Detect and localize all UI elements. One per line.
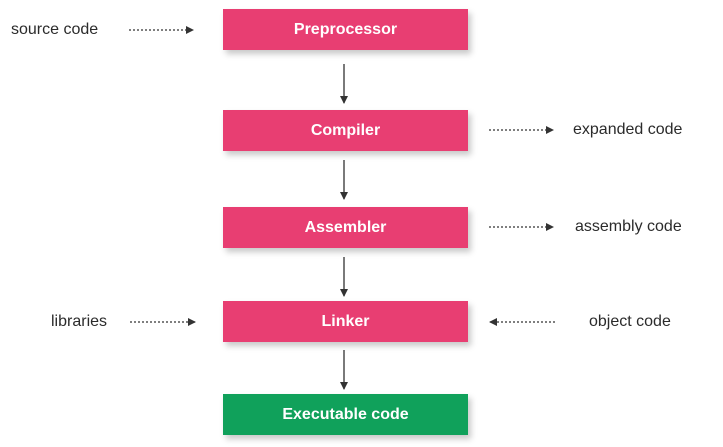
- assembler-label: Assembler: [304, 218, 387, 236]
- libraries-label: libraries: [51, 313, 108, 330]
- linker-box: Linker: [223, 301, 468, 342]
- assembler-box: Assembler: [223, 207, 468, 248]
- assembly-code-label: assembly code: [575, 218, 682, 235]
- source-code-label: source code: [11, 21, 99, 38]
- preprocessor-box: Preprocessor: [223, 9, 468, 50]
- preprocessor-label: Preprocessor: [293, 20, 398, 38]
- linker-label: Linker: [321, 312, 370, 330]
- executable-code-label: Executable code: [282, 405, 409, 423]
- compiler-box: Compiler: [223, 110, 468, 151]
- compiler-label: Compiler: [310, 121, 381, 139]
- executable-code-box: Executable code: [223, 394, 468, 435]
- expanded-code-label: expanded code: [573, 121, 683, 138]
- object-code-label: object code: [589, 313, 671, 330]
